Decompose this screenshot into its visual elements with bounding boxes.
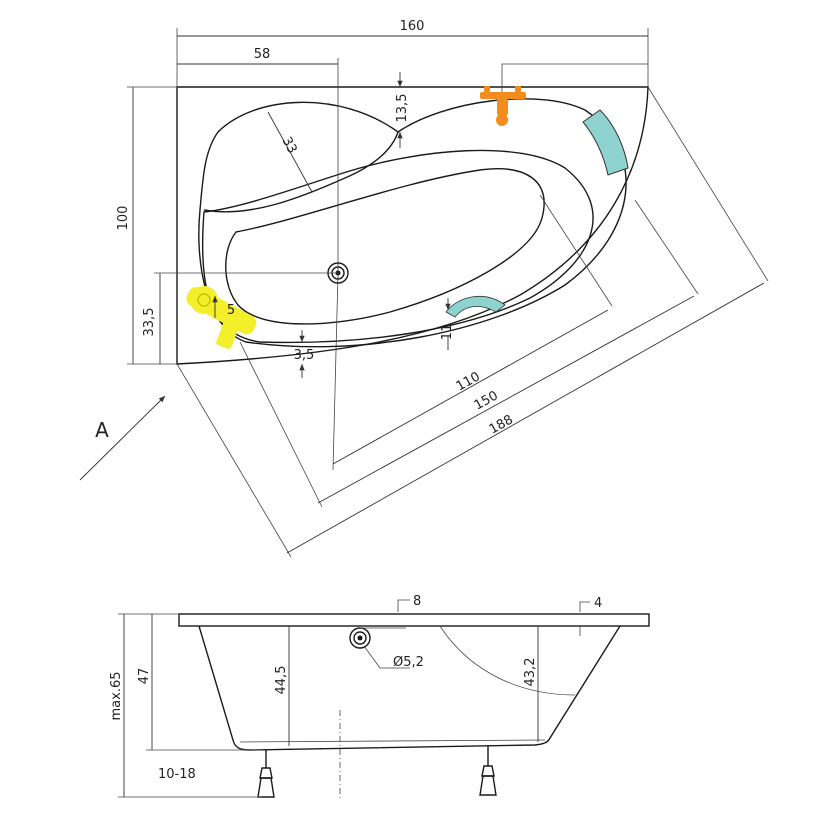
- dim-label-inner-length: 110: [454, 369, 483, 394]
- top-view: 160 58 100 33,5 13,5 33 5 3,5 11: [79, 19, 769, 558]
- view-label: A: [95, 418, 109, 442]
- dim-label-inner-depth: 44,5: [274, 666, 289, 695]
- dim-label-rim-gap: 3,5: [294, 348, 315, 363]
- basin-inner-edge: [201, 149, 594, 344]
- dim-label-depth: 100: [116, 206, 131, 231]
- basin-floor: [225, 168, 545, 325]
- view-arrow-icon: [79, 395, 166, 481]
- tub-outline: [176, 86, 649, 365]
- dim-label-drain-diameter: Ø5,2: [393, 655, 424, 670]
- dim-label-edge-offset: 5: [227, 303, 235, 318]
- dim-label-shallow-depth: 43,2: [523, 658, 538, 687]
- dim-label-rim-edge: 4: [594, 596, 602, 611]
- dim-label-basin-offset: 58: [254, 47, 271, 62]
- leg-left: [257, 750, 275, 798]
- dim-label-headrest-radius: 33: [279, 135, 300, 157]
- handle-icon: [186, 286, 257, 349]
- basin-outer-edge: [198, 98, 627, 348]
- dim-label-drain-offset: 33,5: [142, 308, 157, 337]
- headrest-line: [203, 131, 399, 213]
- dim-label-rim-offset: 13,5: [395, 94, 410, 123]
- dim-label-tub-height: 47: [137, 668, 152, 685]
- faucet-icon: [480, 86, 526, 126]
- tub-rim: [178, 613, 650, 627]
- side-view: 8 4 max.65 47 10-18 44,5 Ø5,2 43,2: [109, 594, 650, 800]
- leg-right: [479, 746, 497, 796]
- dim-label-rim-thickness: 8: [413, 594, 421, 609]
- dim-label-armrest-gap: 11: [440, 324, 455, 341]
- dim-label-leg-adjust: 10-18: [158, 767, 196, 782]
- tub-body: [198, 625, 621, 751]
- dim-label-max-height: max.65: [109, 672, 124, 721]
- dim-label-basin-length: 150: [472, 388, 501, 413]
- dim-label-diagonal: 188: [487, 412, 516, 437]
- dim-label-width: 160: [400, 19, 425, 34]
- headrest-icon: [582, 109, 629, 176]
- side-drain-icon: [349, 627, 371, 649]
- grab-handle-icon: [445, 296, 506, 318]
